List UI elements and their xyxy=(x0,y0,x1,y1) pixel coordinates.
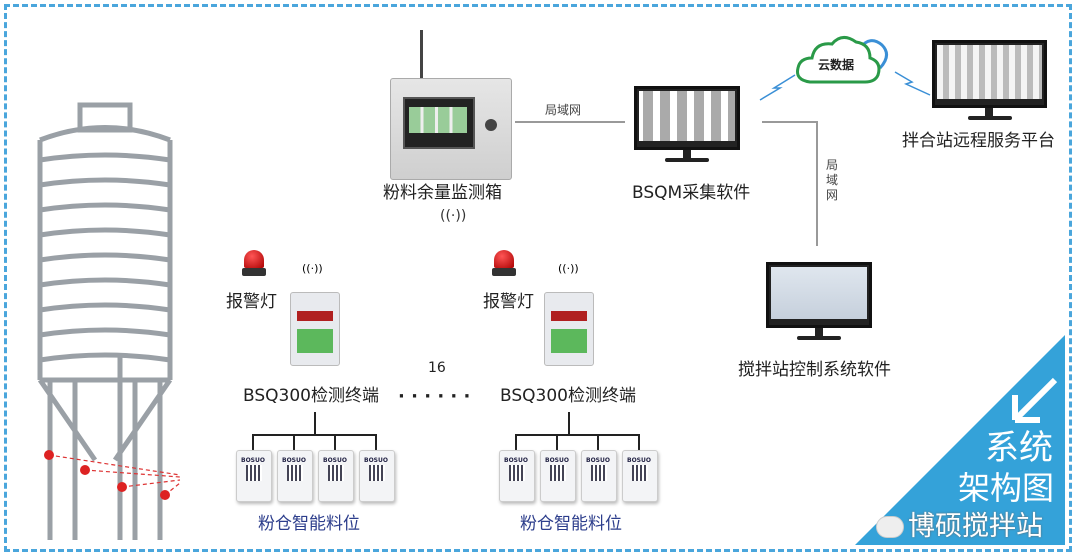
level-sensor: BOSUO xyxy=(359,450,395,502)
sensor-group-label-2: 粉仓智能料位 xyxy=(520,514,622,534)
ellipsis: · · · · · · xyxy=(398,386,471,407)
sensor-group-label-1: 粉仓智能料位 xyxy=(258,514,360,534)
lan-label-vertical: 局域网 xyxy=(826,158,839,202)
wireless-signal-icon: ((·)) xyxy=(558,262,579,275)
watermark: 博硕搅拌站 xyxy=(908,511,1043,542)
level-sensor: BOSUO xyxy=(540,450,576,502)
level-sensor: BOSUO xyxy=(236,450,272,502)
lan-connector-vertical xyxy=(816,121,818,246)
sensor-bus-1 xyxy=(252,434,376,436)
control-software-monitor-image xyxy=(766,262,872,328)
bsqm-label: BSQM采集软件 xyxy=(632,183,751,203)
wechat-icon xyxy=(876,516,904,538)
terminal-count: 16 xyxy=(428,360,446,376)
alarm-label-1: 报警灯 xyxy=(226,292,277,312)
alarm-light-icon xyxy=(242,250,266,278)
level-sensor: BOSUO xyxy=(277,450,313,502)
level-sensor: BOSUO xyxy=(499,450,535,502)
arrow-down-left-icon xyxy=(1012,377,1058,423)
monitor-box-label: 粉料余量监测箱 xyxy=(383,183,502,203)
sensor-bus-2 xyxy=(515,434,639,436)
bsq300-terminal-image xyxy=(544,292,594,366)
silo-laser-beams xyxy=(44,450,181,500)
antenna-icon xyxy=(420,30,423,80)
corner-triangle xyxy=(855,335,1065,545)
lan-connector-horizontal xyxy=(515,121,625,123)
remote-platform-label: 拌合站远程服务平台 xyxy=(902,131,1055,151)
level-sensor: BOSUO xyxy=(581,450,617,502)
wireless-signal-icon: ((·)) xyxy=(440,208,467,224)
cloud-icon xyxy=(796,36,888,84)
wireless-link-icon xyxy=(759,71,931,101)
dashed-frame xyxy=(4,4,1072,552)
monitor-box-image xyxy=(390,78,512,180)
corner-title-2: 架构图 xyxy=(958,469,1055,507)
lan-label-horizontal: 局域网 xyxy=(545,103,582,117)
alarm-label-2: 报警灯 xyxy=(483,292,534,312)
lan-connector-top xyxy=(762,121,818,123)
level-sensor: BOSUO xyxy=(318,450,354,502)
control-software-label: 搅拌站控制系统软件 xyxy=(738,360,891,380)
terminal-label-2: BSQ300检测终端 xyxy=(500,386,636,406)
bsqm-monitor-image xyxy=(634,86,740,150)
alarm-light-icon xyxy=(492,250,516,278)
cloud-label: 云数据 xyxy=(818,58,855,72)
corner-title-1: 系统 xyxy=(985,428,1053,468)
remote-platform-monitor-image xyxy=(932,40,1047,108)
silo-illustration xyxy=(37,102,173,540)
level-sensor: BOSUO xyxy=(622,450,658,502)
bsq300-terminal-image xyxy=(290,292,340,366)
terminal-label-1: BSQ300检测终端 xyxy=(243,386,379,406)
wireless-signal-icon: ((·)) xyxy=(302,262,323,275)
